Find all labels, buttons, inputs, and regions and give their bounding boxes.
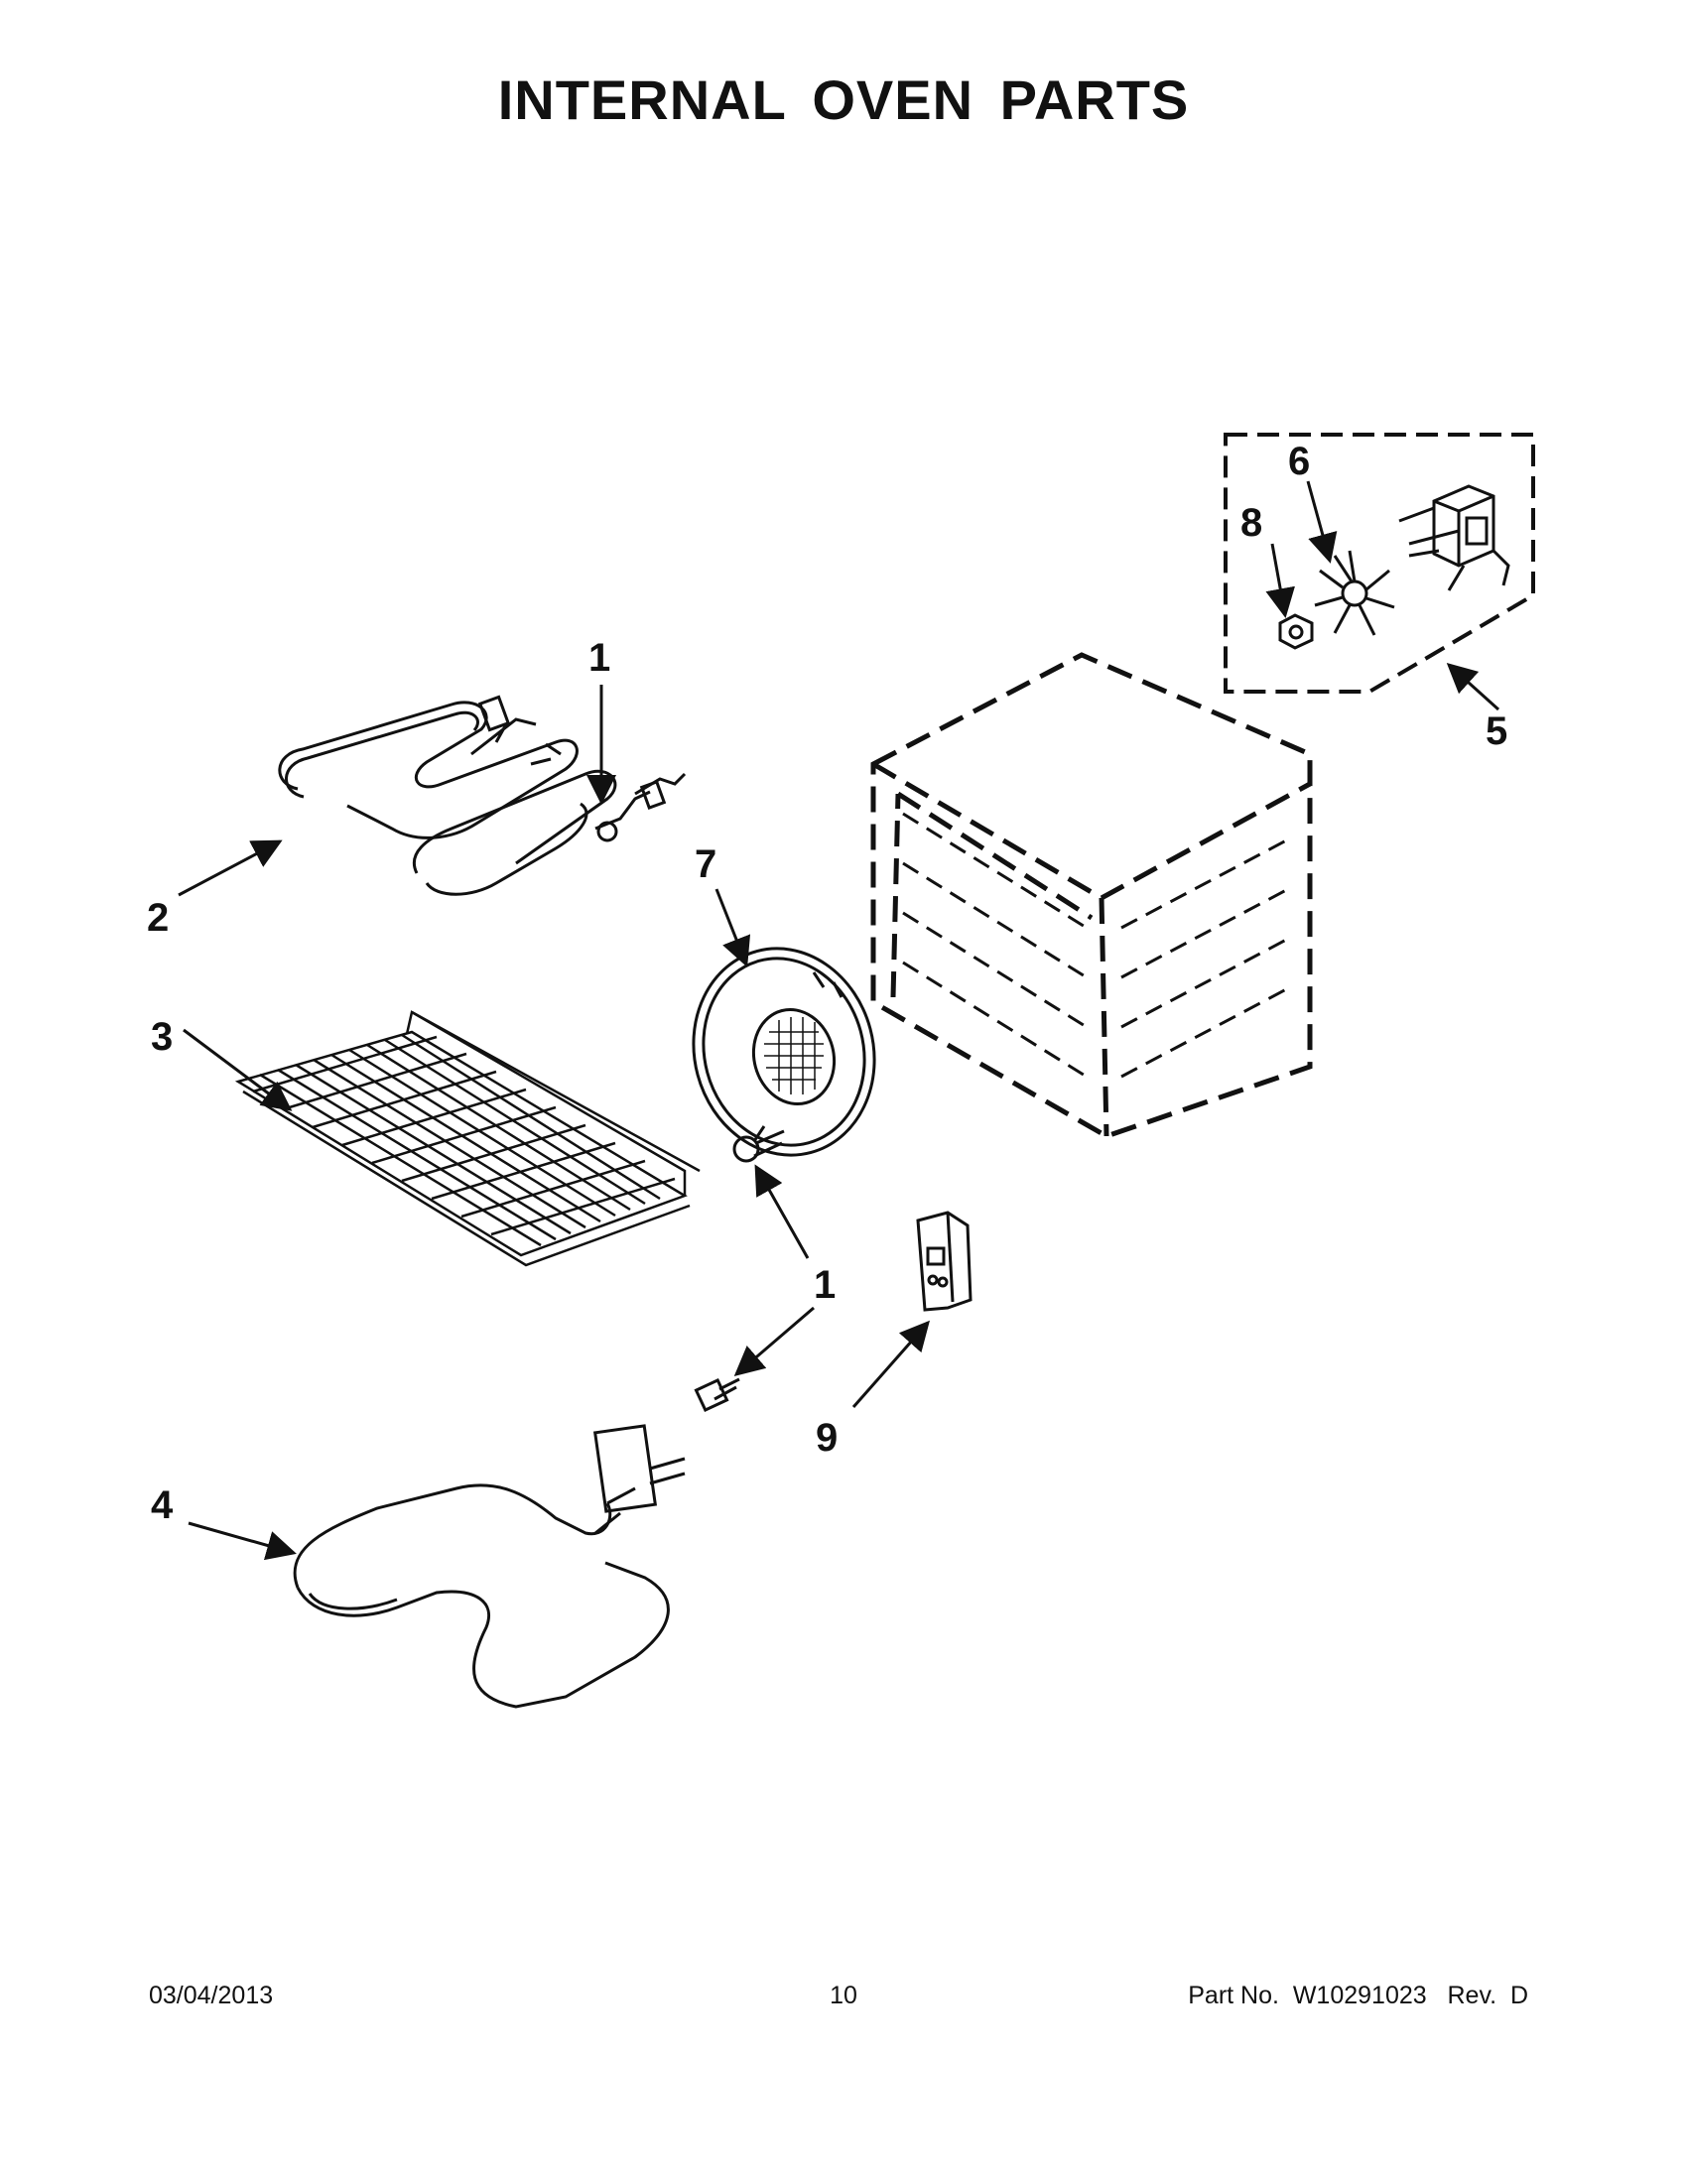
callout-3: 3 (151, 1015, 173, 1059)
convection-fan-blade[interactable] (1314, 550, 1395, 636)
footer-part-number: Part No. W10291023 Rev. D (1188, 1982, 1528, 2009)
footer-date: 03/04/2013 (149, 1982, 274, 2009)
callout-2: 2 (147, 896, 169, 940)
callout-6: 6 (1288, 440, 1310, 483)
leader-lines (178, 480, 1500, 1561)
shield-plate[interactable] (916, 1211, 973, 1312)
oven-cavity (870, 652, 1313, 1139)
bake-element-screw[interactable] (694, 1377, 740, 1413)
convection-motor-assembly-box (1224, 433, 1535, 694)
footer-page-number: 10 (830, 1982, 857, 2009)
callout-4: 4 (151, 1483, 174, 1527)
callout-5: 5 (1486, 709, 1507, 753)
bake-element[interactable] (293, 1424, 686, 1709)
callout-7: 7 (695, 842, 716, 886)
callout-9: 9 (816, 1416, 838, 1460)
broil-element-screw[interactable] (594, 772, 687, 842)
callout-1-mid: 1 (814, 1263, 836, 1307)
page-title: INTERNAL OVEN PARTS (497, 68, 1190, 131)
oven-rack[interactable] (234, 1010, 701, 1267)
convection-motor[interactable] (1398, 484, 1510, 591)
fan-nut[interactable] (1278, 613, 1314, 650)
callout-8: 8 (1240, 501, 1262, 545)
broil-element[interactable] (278, 695, 617, 896)
callout-1-top: 1 (588, 636, 610, 680)
fan-cover[interactable] (671, 928, 897, 1175)
fan-cover-screw[interactable] (732, 1129, 785, 1163)
